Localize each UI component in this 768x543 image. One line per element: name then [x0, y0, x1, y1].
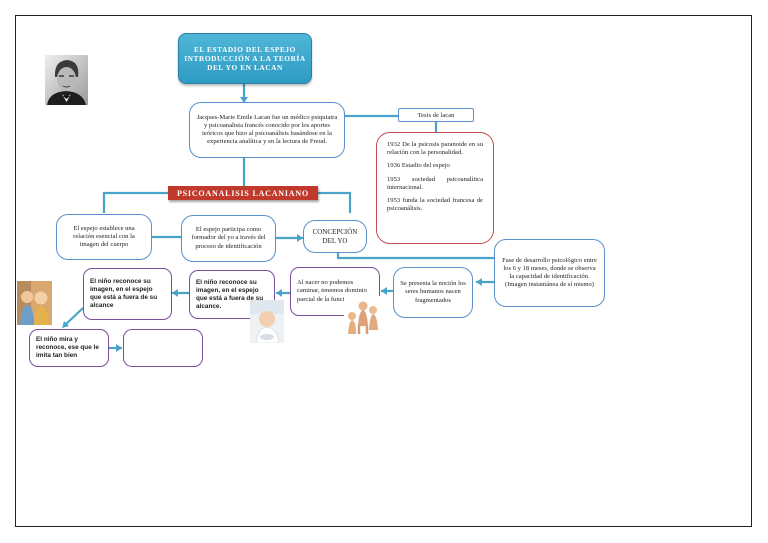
tesis-item: 1953 funda la sociedad francesa de psico…	[387, 197, 483, 213]
baby-mirror-photo-icon	[250, 300, 284, 343]
node-fase-desarrollo: Fase de desarrollo psicológico entre los…	[494, 239, 605, 307]
node-seres-humanos: Se presenta la noción los seres humanos …	[393, 267, 473, 318]
node-nino-reconoce-1: El niño reconoce su imagen, en el espejo…	[83, 268, 172, 320]
bio-node: Jacques-Marie Emile Lacan fue un médico …	[189, 102, 345, 158]
page-frame	[15, 15, 752, 527]
node-nino-reconoce-2: El niño reconoce su imagen, en el espejo…	[189, 270, 275, 319]
tesis-item: 1932 De la psicosis paranoide en su rela…	[387, 141, 483, 157]
tesis-label: Tesis de lacan	[398, 108, 474, 122]
connector-banner-right	[318, 191, 352, 213]
connector-banner-left	[102, 191, 168, 213]
connector-concepcion-fase	[336, 253, 495, 260]
tesis-item: 1936 Estadio del espejo	[387, 162, 450, 170]
node-espejo-relacion: El espejo establece una relación esencia…	[56, 214, 152, 260]
connector-nino1-mira	[63, 307, 84, 327]
node-nino-mira: El niño mira y reconoce, ese que le imit…	[29, 329, 109, 367]
node-concepcion-yo: CONCEPCIÓN DEL YO	[303, 220, 367, 253]
toddlers-photo-icon	[344, 296, 380, 341]
node-al-nacer: Al nacer no podemos caminar, tenemos dom…	[290, 267, 380, 316]
tesis-list: 1932 De la psicosis paranoide en su rela…	[376, 132, 494, 244]
tesis-item: 1953 sociedad psicoanalítica internacion…	[387, 175, 483, 191]
section-banner: PSICOANALISIS LACANIANO	[168, 186, 318, 200]
lacan-portrait-icon	[45, 55, 88, 105]
page-title: EL ESTADIO DEL ESPEJO INTRODUCCIÓN A LA …	[178, 33, 312, 84]
babies-mirror-photo-icon	[17, 281, 52, 325]
node-espejo-formador: El espejo participa como formador del yo…	[181, 215, 276, 262]
node-empty	[123, 329, 203, 367]
